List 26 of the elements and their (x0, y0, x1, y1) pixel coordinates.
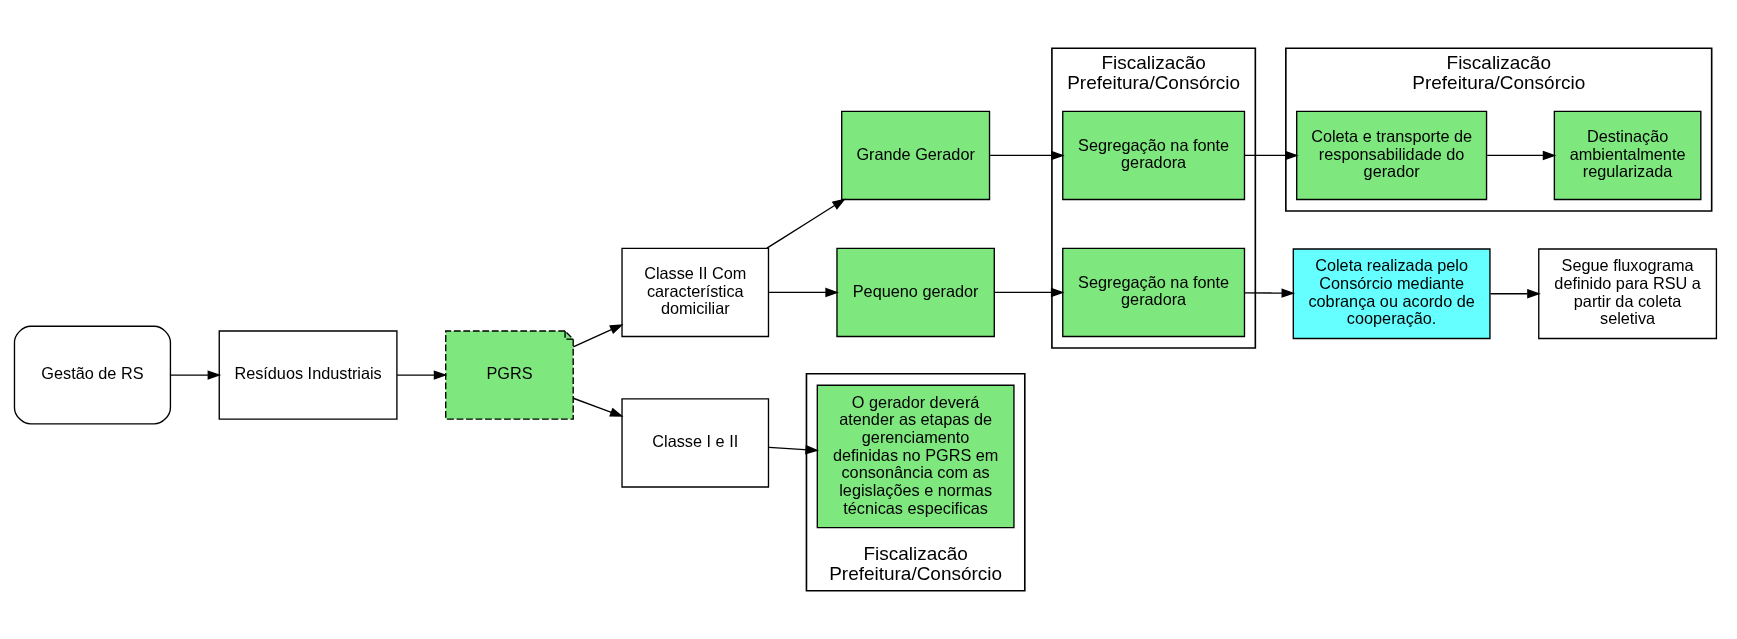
node-box: Classe I e II (621, 398, 770, 488)
node-box: Pequeno gerador (836, 247, 995, 338)
arrow (1243, 288, 1296, 298)
arrow (572, 397, 624, 417)
arrow (994, 287, 1065, 298)
arrow (170, 370, 222, 380)
node-box: Coleta e transporte de responsabilidade do gerador (1296, 110, 1488, 201)
node-box: Destinação ambientalmente regularizada (1553, 110, 1702, 201)
node-box: Classe II Com característica domiciliar (621, 247, 770, 338)
arrow (1486, 150, 1557, 161)
arrow (768, 287, 839, 298)
node-box: O gerador deverá atender as etapas de gerenciamento definidas no PGRS em consonância com as legislações e normas técnicas especificas (816, 384, 1015, 529)
arrow (1489, 289, 1541, 299)
arrow (766, 198, 846, 249)
arrow (768, 444, 819, 455)
arrow (989, 150, 1065, 161)
node-box: Gestão de RS (13, 325, 172, 425)
node-box: Segue fluxograma definido para RSU a partir da coleta seletiva (1538, 248, 1718, 340)
node-box: Coleta realizada pelo Consórcio mediante cobrança ou acordo de cooperação. (1292, 248, 1491, 340)
node-box: Segregação na fonte geradora (1062, 110, 1246, 201)
arrow (1243, 150, 1299, 161)
arrow (572, 324, 624, 348)
arrow (396, 370, 448, 380)
node-box: Grande Gerador (841, 110, 991, 201)
node-box: Resíduos Industriais (218, 330, 398, 420)
node-box: Segregação na fonte geradora (1062, 247, 1246, 338)
